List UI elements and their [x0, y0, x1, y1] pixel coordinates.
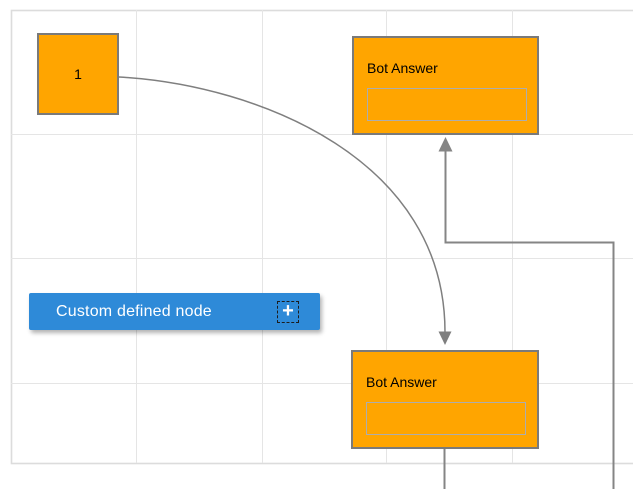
orthogonal-connector[interactable]	[438, 137, 615, 489]
curved-connector-line[interactable]	[118, 76, 446, 333]
node-1[interactable]: 1	[37, 33, 119, 115]
connector-arrowhead-down	[438, 331, 452, 345]
plus-icon: +	[282, 299, 294, 322]
node-1-label: 1	[74, 66, 82, 82]
bot-answer-textbox[interactable]	[366, 402, 526, 435]
bot-answer-title: Bot Answer	[366, 374, 437, 390]
add-port-button[interactable]: +	[277, 299, 299, 323]
grid-border	[10, 9, 633, 465]
custom-node-label: Custom defined node	[56, 302, 212, 320]
bot-answer-node-bottom[interactable]: Bot Answer	[351, 350, 539, 449]
bot-answer-title: Bot Answer	[367, 60, 438, 76]
connector-arrowhead-up	[438, 137, 453, 152]
custom-defined-node[interactable]: Custom defined node +	[29, 293, 320, 330]
orthogonal-connector-line[interactable]	[444, 150, 615, 489]
curved-connector[interactable]	[118, 76, 452, 345]
bot-answer-node-top[interactable]: Bot Answer	[352, 36, 539, 135]
bot-answer-textbox[interactable]	[367, 88, 527, 121]
